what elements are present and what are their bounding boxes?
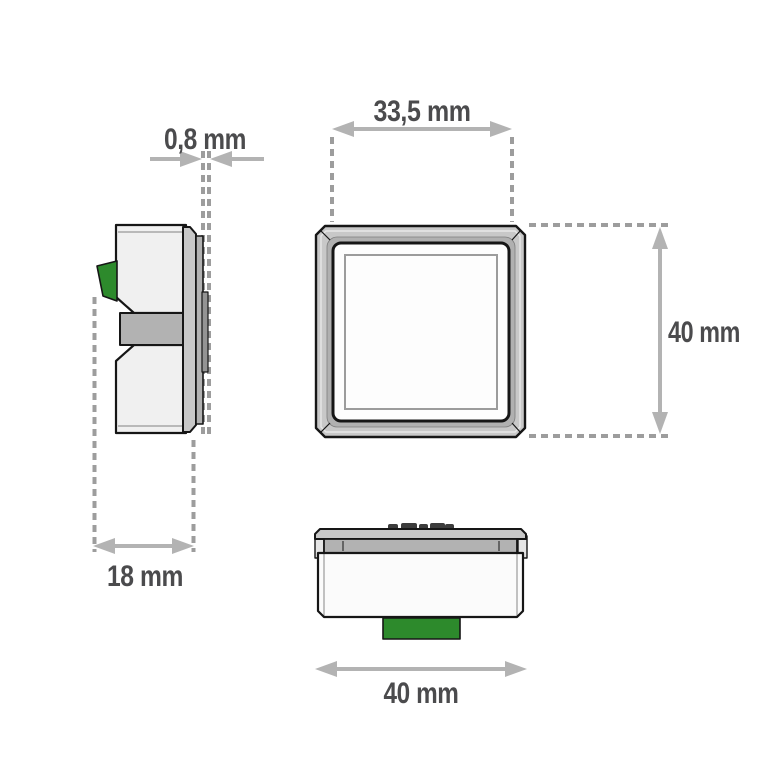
dimension-arrowhead bbox=[505, 661, 527, 677]
front-window bbox=[344, 254, 498, 410]
dimension-arrowhead bbox=[332, 121, 354, 137]
bottom-body bbox=[316, 551, 525, 619]
dimension-label-front-height: 40 mm bbox=[668, 316, 740, 349]
front-bezel-bevel-line bbox=[320, 230, 521, 433]
front-miter-line bbox=[319, 229, 331, 241]
front-view bbox=[314, 224, 527, 439]
dimension-front-height: 40 mm bbox=[652, 227, 741, 434]
side-green-latch bbox=[96, 260, 118, 302]
dimension-arrowhead bbox=[652, 227, 668, 249]
bottom-bezel-bar bbox=[323, 538, 518, 554]
dimension-arrowhead bbox=[652, 412, 668, 434]
dimension-label-mounting-depth: 18 mm bbox=[107, 560, 183, 593]
dimension-arrowhead bbox=[93, 538, 115, 554]
bottom-bezel-face-bar bbox=[314, 528, 527, 540]
dimension-mounting-depth: 18 mm bbox=[93, 538, 194, 593]
front-miter-line bbox=[511, 229, 522, 241]
side-mounting-bar bbox=[119, 312, 189, 346]
dimension-label-bezel-protrusion: 0,8 mm bbox=[164, 123, 246, 156]
front-face bbox=[331, 241, 511, 423]
bottom-view bbox=[314, 523, 528, 640]
dimension-label-overall-width: 40 mm bbox=[384, 677, 459, 710]
dimension-label-front-face-width: 33,5 mm bbox=[374, 95, 471, 128]
front-miter-line bbox=[319, 422, 331, 434]
side-bezel-face-strip bbox=[201, 291, 209, 373]
dimension-arrowhead bbox=[210, 151, 232, 167]
dimension-arrowhead bbox=[315, 661, 337, 677]
side-body-upper bbox=[114, 223, 188, 315]
dimension-arrowhead bbox=[490, 121, 512, 137]
front-miter-line bbox=[511, 422, 522, 434]
side-body-lower bbox=[114, 343, 188, 435]
dimension-overall-width: 40 mm bbox=[315, 661, 527, 710]
bottom-green-connector bbox=[382, 617, 461, 640]
dimension-bezel-protrusion: 0,8 mm bbox=[150, 123, 264, 167]
extension-lines bbox=[92, 137, 673, 552]
dimension-arrowhead bbox=[172, 538, 194, 554]
dimension-front-face-width: 33,5 mm bbox=[332, 95, 512, 137]
dimension-arrowhead bbox=[180, 151, 202, 167]
side-bezel-flange bbox=[182, 226, 197, 433]
side-view bbox=[96, 223, 209, 435]
